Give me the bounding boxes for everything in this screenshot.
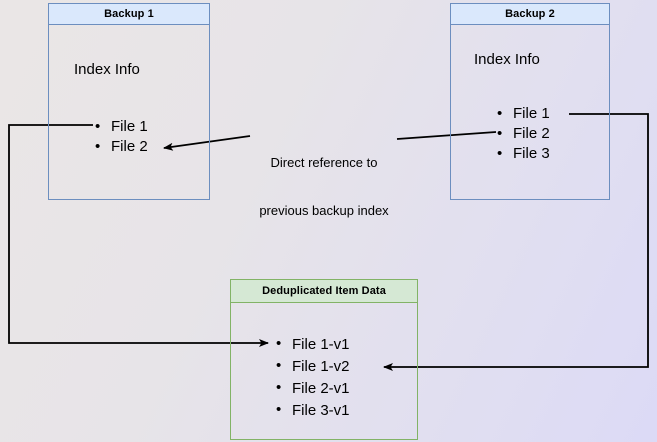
list-item[interactable]: File 2 [95, 137, 148, 157]
direct-reference-annotation: Direct reference to previous backup inde… [249, 123, 399, 235]
list-item[interactable]: File 1-v1 [276, 334, 350, 356]
backup-2-index-info-label: Index Info [474, 51, 540, 68]
connector-backup1-file1-to-dedup [8, 124, 269, 347]
direct-reference-line-1: Direct reference to [270, 155, 378, 170]
direct-reference-line-2: previous backup index [259, 203, 389, 218]
deduplicated-item-data-title: Deduplicated Item Data [262, 284, 386, 297]
list-item[interactable]: File 1 [95, 117, 148, 137]
list-item[interactable]: File 1 [497, 104, 550, 124]
backup-1-file-list: File 1 File 2 [95, 117, 148, 157]
backup-1-header[interactable]: Backup 1 [48, 3, 210, 25]
list-item[interactable]: File 2 [497, 124, 550, 144]
backup-2-title: Backup 2 [505, 7, 555, 20]
backup-2-box[interactable] [450, 3, 610, 200]
deduplicated-item-data-header[interactable]: Deduplicated Item Data [230, 279, 418, 303]
backup-2-file-list: File 1 File 2 File 3 [497, 104, 550, 164]
connector-label-to-backup2-file2 [396, 131, 497, 140]
list-item[interactable]: File 3-v1 [276, 400, 350, 422]
backup-1-index-info-label: Index Info [74, 61, 140, 78]
deduplicated-item-list: File 1-v1 File 1-v2 File 2-v1 File 3-v1 [276, 334, 350, 422]
list-item[interactable]: File 3 [497, 144, 550, 164]
connector-backup2-file1-to-dedup [383, 113, 649, 371]
backup-1-title: Backup 1 [104, 7, 154, 20]
backup-1-box[interactable] [48, 3, 210, 200]
list-item[interactable]: File 1-v2 [276, 356, 350, 378]
backup-2-header[interactable]: Backup 2 [450, 3, 610, 25]
list-item[interactable]: File 2-v1 [276, 378, 350, 400]
connector-label-to-backup1-file2 [163, 135, 251, 151]
